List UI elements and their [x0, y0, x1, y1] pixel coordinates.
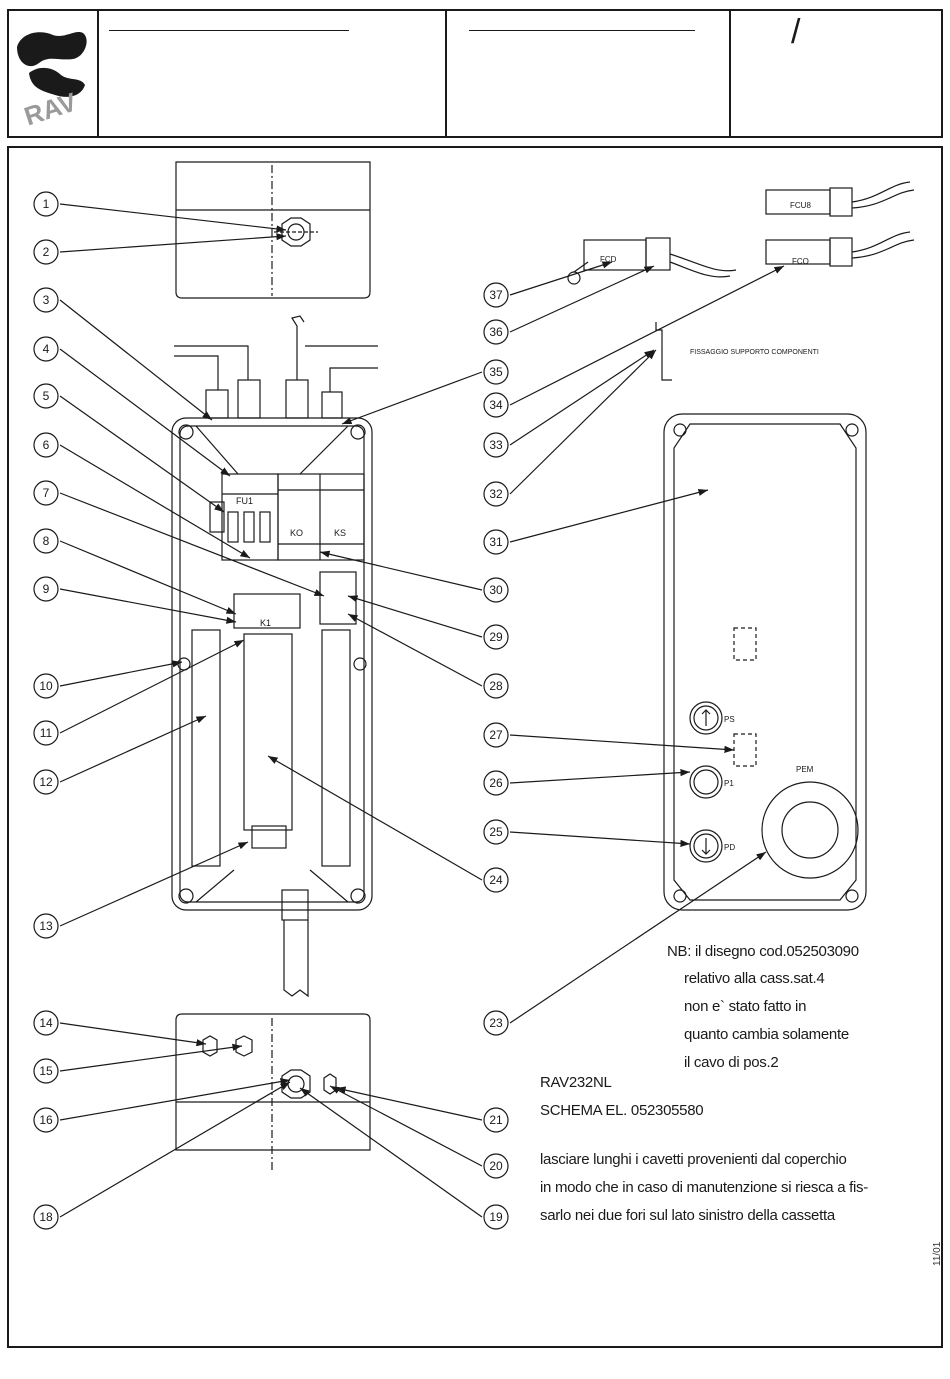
label-ko: KO [290, 528, 303, 538]
label-fcu: FCU8 [790, 201, 811, 210]
callout-1: 1 [43, 197, 50, 211]
title-rule [109, 30, 349, 31]
label-fcd: FCD [600, 255, 617, 264]
leader-lines [59, 203, 785, 1218]
code-rule [469, 30, 695, 31]
bottom-view [175, 1013, 371, 1170]
callout-13: 13 [39, 919, 53, 933]
callout-36: 36 [489, 325, 503, 339]
cover-panel [663, 413, 867, 911]
nb-line-5: il cavo di pos.2 [684, 1054, 779, 1071]
callout-11: 11 [40, 726, 53, 740]
logo-cell: RAV [9, 11, 97, 136]
label-fu1: FU1 [236, 496, 253, 506]
callout-31: 31 [489, 535, 503, 549]
callout-19: 19 [489, 1210, 503, 1224]
callout-35: 35 [489, 365, 503, 379]
rav-logo-icon: RAV [17, 32, 87, 131]
callout-15: 15 [39, 1064, 53, 1078]
callout-bubbles [33, 191, 509, 1230]
callout-30: 30 [489, 583, 503, 597]
side-date: 11/01 [932, 1241, 943, 1266]
label-ps: PS [724, 715, 735, 724]
callout-28: 28 [489, 679, 503, 693]
schema-ref: SCHEMA EL. 052305580 [540, 1102, 704, 1119]
callout-33: 33 [489, 438, 503, 452]
limit-switches [567, 181, 915, 381]
drawing-frame [7, 146, 943, 1348]
callout-3: 3 [43, 293, 50, 307]
callout-29: 29 [489, 630, 503, 644]
nb-line-3: non e` stato fatto in [684, 998, 807, 1015]
callout-18: 18 [39, 1210, 53, 1224]
callout-9: 9 [43, 582, 50, 596]
label-k1: K1 [260, 618, 271, 628]
title-block: RAV / [7, 9, 943, 138]
callout-12: 12 [39, 775, 53, 789]
callout-16: 16 [39, 1113, 53, 1127]
callout-5: 5 [43, 389, 50, 403]
callout-numbers: 1 2 3 4 5 6 7 8 9 10 11 12 13 14 15 16 1… [39, 197, 503, 1224]
label-pem: PEM [796, 765, 814, 774]
callout-27: 27 [489, 728, 503, 742]
component-labels: FU1 K1 KO KS FCD FCO FCU8 FISSAGGIO SUPP… [236, 201, 819, 852]
callout-32: 32 [489, 487, 503, 501]
callout-6: 6 [43, 438, 50, 452]
callout-8: 8 [43, 534, 50, 548]
nb-line-4: quanto cambia solamente [684, 1026, 849, 1043]
callout-10: 10 [39, 679, 53, 693]
main-enclosure [171, 315, 378, 998]
top-view [175, 161, 371, 299]
nb-line-2: relativo alla cass.sat.4 [684, 970, 825, 987]
instruction-line-3: sarlo nei due fori sul lato sinistro del… [540, 1207, 835, 1224]
callout-4: 4 [43, 342, 50, 356]
callout-26: 26 [489, 776, 503, 790]
label-pd: PD [724, 843, 735, 852]
sheet-mark: / [791, 13, 801, 51]
callout-7: 7 [43, 486, 50, 500]
callout-23: 23 [489, 1016, 503, 1030]
callout-25: 25 [489, 825, 503, 839]
model-name: RAV232NL [540, 1074, 612, 1091]
callout-34: 34 [489, 398, 503, 412]
label-fixing: FISSAGGIO SUPPORTO COMPONENTI [690, 349, 819, 356]
callout-24: 24 [489, 873, 503, 887]
label-ks: KS [334, 528, 346, 538]
callout-14: 14 [39, 1016, 53, 1030]
instruction-line-1: lasciare lunghi i cavetti provenienti da… [540, 1151, 847, 1168]
label-p1: P1 [724, 779, 734, 788]
label-fco: FCO [792, 257, 809, 266]
instruction-line-2: in modo che in caso di manutenzione si r… [540, 1179, 868, 1196]
callout-21: 21 [489, 1113, 503, 1127]
nb-line-1: NB: il disegno cod.052503090 [667, 943, 859, 960]
callout-2: 2 [43, 245, 50, 259]
callout-37: 37 [489, 288, 503, 302]
callout-20: 20 [489, 1159, 503, 1173]
